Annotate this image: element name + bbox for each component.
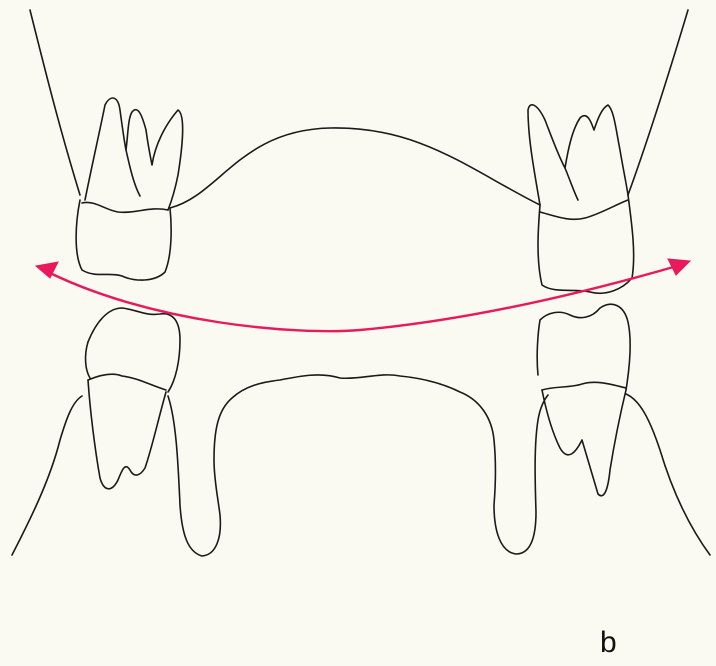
lower-left-molar-crown-left — [86, 342, 90, 378]
upper-left-molar-cej — [82, 202, 168, 212]
upper-right-molar-roots — [528, 105, 628, 205]
panel-label: b — [600, 628, 617, 658]
lower-left-outer-gum — [12, 396, 82, 555]
occlusal-plane-arrow — [40, 264, 684, 331]
lower-right-molar-cej — [542, 382, 626, 390]
lower-left-molar-root — [88, 380, 166, 489]
upper-right-cheek-outline — [628, 10, 688, 195]
upper-left-molar-roots — [85, 98, 183, 210]
upper-right-molar-crown — [538, 195, 634, 293]
lower-left-inner-gum — [168, 375, 548, 556]
upper-left-molar-root-inner — [126, 150, 140, 196]
lower-left-molar-cej — [88, 374, 166, 390]
upper-right-molar-cej — [540, 200, 628, 219]
lower-right-outer-gum — [626, 394, 710, 555]
lower-right-molar-root — [542, 390, 626, 496]
lower-right-molar-crown — [537, 304, 630, 390]
palate-arch — [170, 128, 540, 208]
upper-right-molar-root-inner — [565, 168, 578, 200]
upper-left-cheek-outline — [30, 10, 80, 195]
